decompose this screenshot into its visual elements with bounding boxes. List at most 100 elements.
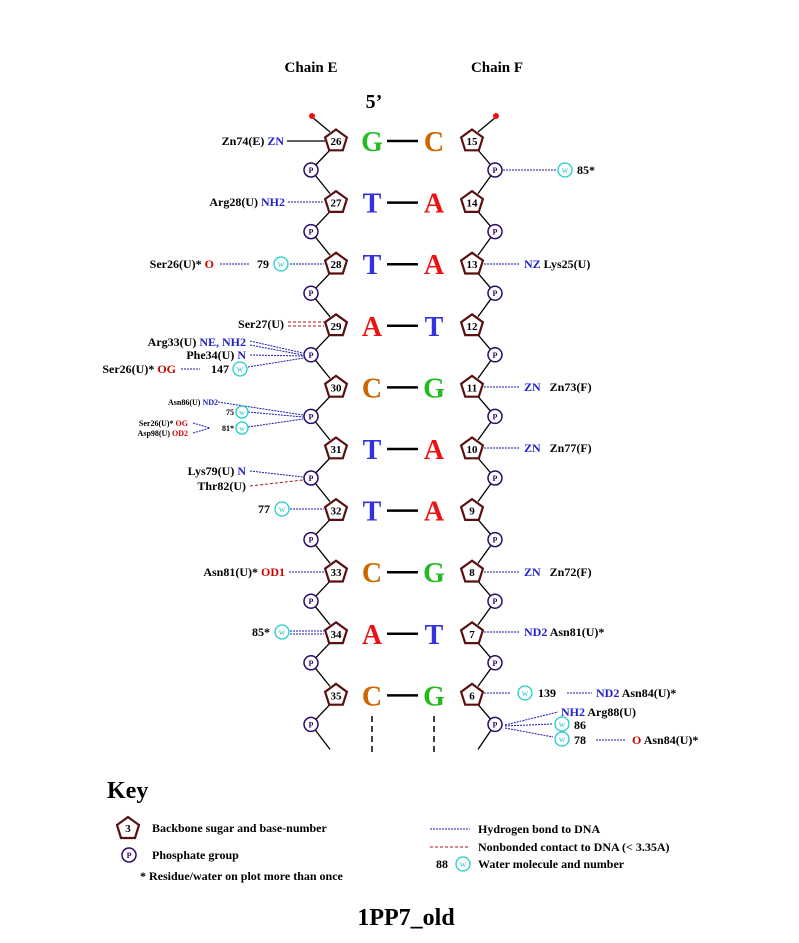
base-C: C: [424, 127, 444, 158]
sugar-13: 13: [459, 251, 485, 275]
base-T: T: [363, 435, 382, 466]
svg-text:12: 12: [467, 321, 479, 333]
base-T: T: [363, 250, 382, 281]
svg-text:P: P: [309, 166, 314, 175]
phosphate-group: P: [487, 223, 503, 240]
water-molecule: w: [517, 685, 533, 701]
phosphate-group: P: [487, 347, 503, 363]
svg-text:9: 9: [469, 506, 475, 518]
contact-label: Ser27(U): [238, 317, 284, 331]
svg-text:P: P: [493, 536, 498, 545]
svg-text:P: P: [309, 351, 314, 360]
svg-text:15: 15: [467, 136, 479, 148]
water-number: 75: [226, 408, 234, 417]
five-prime-label: 5’: [366, 91, 383, 113]
contact-label: NH2 Arg88(U): [561, 705, 636, 719]
svg-text:30: 30: [331, 382, 343, 394]
base-T: T: [425, 312, 444, 343]
water-number: 139: [538, 686, 556, 700]
base-T: T: [363, 189, 382, 220]
svg-text:8: 8: [469, 567, 475, 579]
water-molecule: w: [557, 162, 573, 178]
base-C: C: [362, 558, 382, 589]
water-number: 85*: [577, 163, 595, 177]
svg-text:P: P: [309, 474, 314, 483]
contact-label: Arg33(U) NE, NH2: [148, 335, 246, 349]
sugar-9: 9: [459, 497, 485, 521]
sugar-14: 14: [459, 189, 485, 213]
contact-label: Thr82(U): [197, 479, 246, 493]
key-phosphate-desc: Phosphate group: [152, 848, 239, 862]
water-molecules: w w w w w w w w: [232, 162, 573, 747]
svg-text:P: P: [493, 720, 498, 729]
base-A: A: [424, 250, 445, 281]
svg-text:P: P: [309, 597, 314, 606]
key-nonbonded-desc: Nonbonded contact to DNA (< 3.35A): [478, 840, 670, 854]
pdb-id-title: 1PP7_old: [357, 905, 455, 931]
svg-text:28: 28: [331, 259, 343, 271]
contact-label: Ser26(U)* OG: [102, 362, 176, 376]
key-title: Key: [107, 778, 148, 804]
svg-text:P: P: [493, 228, 498, 237]
svg-text:P: P: [493, 474, 498, 483]
contact-lines: [181, 140, 626, 741]
sugar-31: 31: [323, 436, 349, 460]
contact-label: O Asn84(U)*: [632, 733, 698, 747]
svg-text:10: 10: [467, 444, 479, 456]
hbond-line: [249, 340, 304, 354]
contact-label: Zn74(E) ZN: [222, 134, 285, 148]
key-water-icon: w: [455, 856, 471, 872]
phosphate-group: P: [303, 347, 319, 363]
sugar-11: 11: [459, 374, 485, 398]
sugar-12: 12: [459, 312, 485, 337]
sugar-10: 10: [459, 436, 485, 460]
water-number: 86: [574, 718, 586, 732]
water-number: 77: [258, 502, 270, 516]
phosphate-group: P: [303, 470, 319, 486]
phosphate-group: P: [303, 162, 319, 178]
hbond-line: [504, 711, 559, 726]
svg-text:P: P: [309, 289, 314, 298]
contact-label: ZN Zn73(F): [524, 380, 592, 394]
svg-text:w: w: [239, 424, 245, 433]
svg-text:w: w: [559, 734, 566, 744]
contact-label: Phe34(U) N: [186, 348, 246, 362]
water-number: 78: [574, 733, 586, 747]
svg-text:P: P: [493, 351, 498, 360]
svg-text:w: w: [279, 504, 286, 514]
svg-text:7: 7: [469, 629, 475, 641]
svg-text:w: w: [237, 364, 244, 374]
phosphate-group: P: [303, 408, 319, 425]
svg-text:P: P: [309, 720, 314, 729]
key-hbond-desc: Hydrogen bond to DNA: [478, 822, 600, 836]
sugar-7: 7: [459, 620, 485, 645]
water-molecule: w: [554, 731, 570, 747]
key-sugar-icon: 3: [115, 815, 141, 840]
sugar-35: 35: [323, 682, 349, 706]
base-A: A: [362, 312, 383, 343]
svg-text:P: P: [493, 412, 498, 421]
svg-text:29: 29: [331, 321, 343, 333]
water-molecule: w: [274, 624, 290, 640]
right-labels: 85* NZ Lys25(U) ZN Zn73(F) ZN Zn77(F) ZN…: [524, 163, 698, 747]
base-G: G: [423, 681, 445, 712]
svg-text:P: P: [309, 659, 314, 668]
sugar-33: 33: [323, 559, 349, 583]
contact-label: Asn81(U)* OD1: [203, 565, 285, 579]
sugar-32: 32: [323, 497, 349, 521]
key-section: Key 3 Backbone sugar and base-number P P…: [107, 778, 670, 883]
contact-label: Ser26(U)* OG: [139, 419, 188, 428]
contact-label: Arg28(U) NH2: [209, 195, 285, 209]
sugar-6: 6: [459, 682, 485, 706]
hbond-line: [504, 723, 554, 727]
hbond-line: [504, 727, 554, 738]
svg-text:w: w: [279, 627, 286, 637]
svg-text:32: 32: [331, 506, 343, 518]
hbond-line: [249, 354, 304, 357]
svg-text:w: w: [522, 688, 529, 698]
phosphate-group: P: [487, 716, 503, 733]
sugar-29: 29: [323, 312, 349, 337]
phosphate-group: P: [487, 531, 503, 548]
